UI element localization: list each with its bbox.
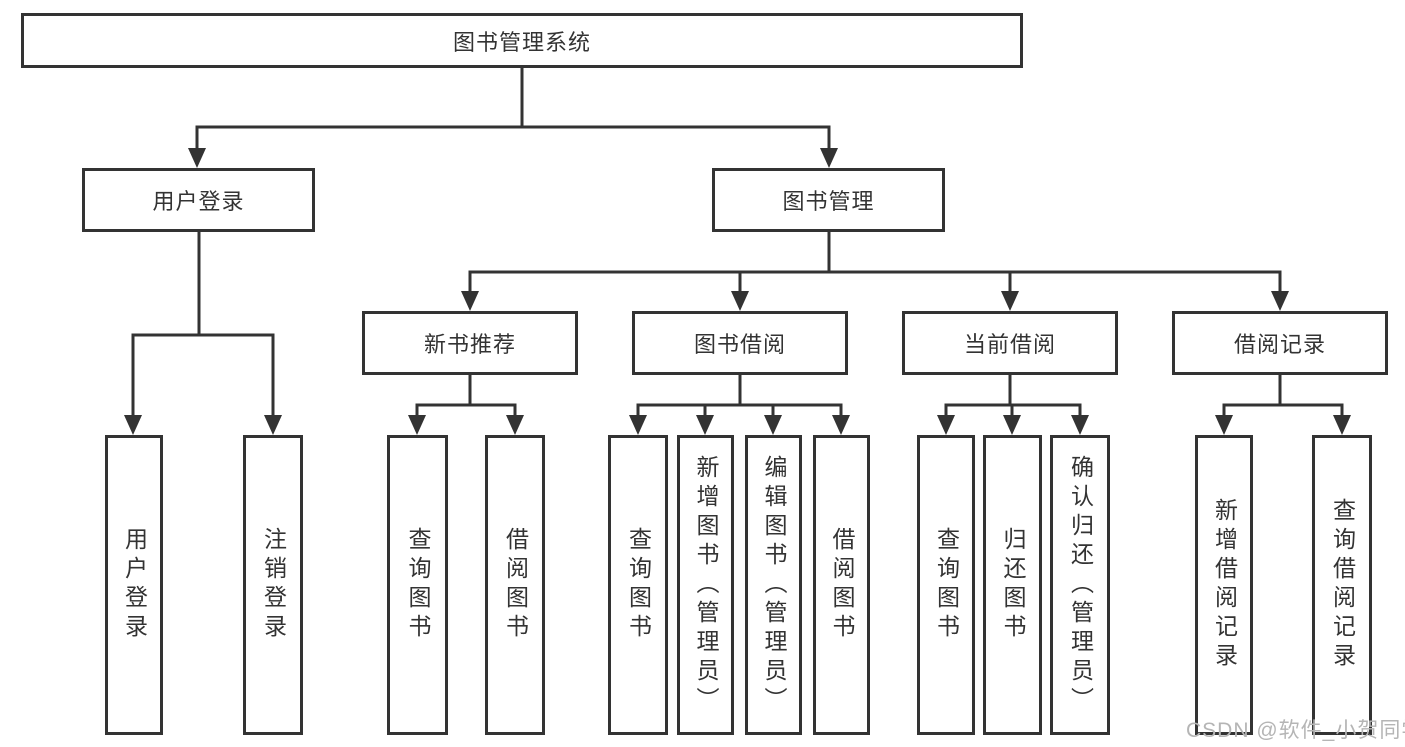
node-new-books-label: 新书推荐 (423, 332, 516, 357)
leaf-query-books-current: 查询图书 (917, 435, 975, 735)
leaf-query-books-current-label: 查询图书 (933, 527, 960, 643)
node-book-mgmt: 图书管理 (712, 168, 945, 232)
watermark: CSDN @软件_小贺同学 (1186, 719, 1405, 742)
node-root-label: 图书管理系统 (452, 29, 591, 55)
leaf-logout-label: 注销登录 (260, 527, 287, 643)
node-book-borrow-label: 图书借阅 (693, 332, 786, 357)
leaf-borrow-books: 借阅图书 (813, 435, 870, 735)
node-borrow-records: 借阅记录 (1172, 311, 1388, 375)
leaf-user-login: 用户登录 (105, 435, 163, 735)
connector-user-login-to-leaves (131, 232, 275, 417)
arrow-icon (506, 415, 524, 435)
arrow-icon (264, 415, 282, 435)
leaf-borrow-books-recommend: 借阅图书 (485, 435, 545, 735)
arrow-icon (696, 415, 714, 435)
arrowheads (124, 148, 1351, 435)
arrow-icon (820, 148, 838, 168)
node-new-books: 新书推荐 (362, 311, 578, 375)
node-root: 图书管理系统 (21, 13, 1023, 68)
node-current-borrow-label: 当前借阅 (963, 332, 1056, 357)
connector-borrow-records-to-leaves (1222, 375, 1344, 417)
arrow-icon (461, 291, 479, 311)
arrow-icon (408, 415, 426, 435)
arrow-icon (1071, 415, 1089, 435)
leaf-query-books-recommend-label: 查询图书 (405, 527, 431, 643)
leaf-query-books-recommend: 查询图书 (387, 435, 448, 735)
leaf-add-books-admin: 新增图书（管理员） (677, 435, 734, 735)
leaf-query-books-borrow: 查询图书 (608, 435, 668, 735)
node-book-mgmt-label: 图书管理 (782, 189, 875, 214)
arrow-icon (731, 291, 749, 311)
leaf-query-books-borrow-label: 查询图书 (625, 527, 652, 643)
leaf-borrow-books-recommend-label: 借阅图书 (502, 527, 529, 643)
node-current-borrow: 当前借阅 (902, 311, 1118, 375)
arrow-icon (1001, 291, 1019, 311)
arrow-icon (832, 415, 850, 435)
leaf-edit-books-admin-label: 编辑图书（管理员） (761, 454, 787, 716)
leaf-query-borrow-record: 查询借阅记录 (1312, 435, 1372, 735)
node-user-login-label: 用户登录 (152, 189, 245, 214)
leaf-borrow-books-label: 借阅图书 (829, 527, 855, 643)
leaf-add-borrow-record: 新增借阅记录 (1195, 435, 1253, 735)
leaf-query-borrow-record-label: 查询借阅记录 (1329, 498, 1356, 672)
connector-new-books-to-leaves (415, 375, 517, 417)
arrow-icon (937, 415, 955, 435)
arrow-icon (764, 415, 782, 435)
leaf-edit-books-admin: 编辑图书（管理员） (745, 435, 802, 735)
leaf-confirm-return-admin-label: 确认归还（管理员） (1067, 454, 1094, 716)
leaf-confirm-return-admin: 确认归还（管理员） (1050, 435, 1110, 735)
leaf-logout: 注销登录 (243, 435, 303, 735)
leaf-add-books-admin-label: 新增图书（管理员） (693, 454, 719, 716)
connector-book-borrow-to-leaves (636, 375, 843, 417)
node-user-login: 用户登录 (82, 168, 315, 232)
node-borrow-records-label: 借阅记录 (1233, 332, 1326, 357)
arrow-icon (1215, 415, 1233, 435)
leaf-return-books: 归还图书 (983, 435, 1042, 735)
arrow-icon (124, 415, 142, 435)
leaf-add-borrow-record-label: 新增借阅记录 (1211, 498, 1238, 672)
arrow-icon (1271, 291, 1289, 311)
arrow-icon (188, 148, 206, 168)
connector-book-mgmt-to-level2 (468, 232, 1282, 293)
arrow-icon (1003, 415, 1021, 435)
connector-current-borrow-to-leaves (944, 375, 1082, 417)
arrow-icon (1333, 415, 1351, 435)
leaf-return-books-label: 归还图书 (1000, 527, 1026, 643)
leaf-user-login-label: 用户登录 (121, 527, 148, 643)
arrow-icon (629, 415, 647, 435)
connector-root-to-level1 (195, 68, 831, 152)
node-book-borrow: 图书借阅 (632, 311, 848, 375)
